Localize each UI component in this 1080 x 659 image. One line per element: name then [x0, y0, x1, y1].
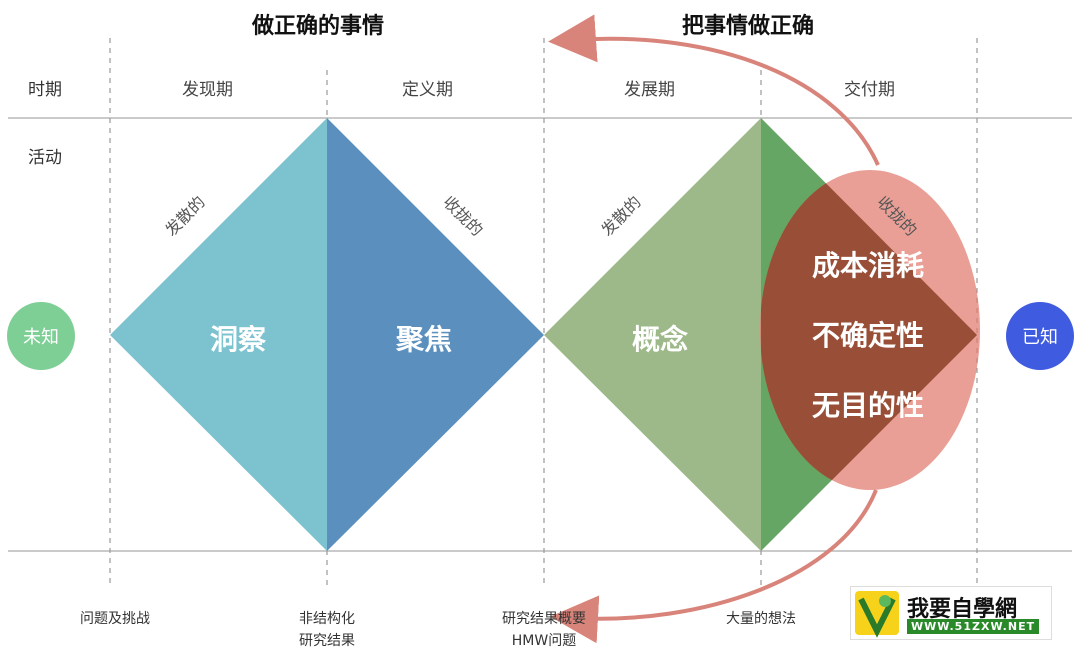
logo-v-icon	[855, 591, 899, 638]
heading-right: 把事情做正确	[682, 14, 815, 39]
overlap-region	[761, 170, 977, 490]
logo-url-text: WWW.51ZXW.NET	[907, 619, 1040, 634]
phase-develop: 发展期	[624, 80, 675, 100]
phase-discover: 发现期	[182, 80, 233, 100]
overlay-cost: 成本消耗	[812, 249, 925, 282]
overlay-aimless: 无目的性	[812, 389, 925, 422]
define-triangle	[327, 118, 544, 551]
footer-summary: 研究结果概要 HMW问题	[502, 611, 586, 649]
footer-unstructured: 非结构化 研究结果	[299, 611, 355, 649]
heading-left: 做正确的事情	[252, 14, 385, 39]
unknown-node: 未知	[7, 302, 75, 370]
footer-ideas: 大量的想法	[726, 611, 796, 627]
known-node: 已知	[1006, 302, 1074, 370]
phase-deliver: 交付期	[844, 80, 895, 100]
label-concept: 概念	[632, 323, 689, 356]
phase-define: 定义期	[402, 80, 453, 100]
activity-label: 活动	[28, 148, 62, 168]
label-focus: 聚焦	[396, 323, 453, 356]
loop-back-arrow-bottom	[550, 489, 878, 644]
period-label: 时期	[28, 80, 62, 100]
overlay-uncertainty: 不确定性	[812, 319, 925, 352]
discover-triangle	[110, 118, 327, 551]
logo-main-text: 我要自學網	[907, 597, 1018, 622]
footer-problems: 问题及挑战	[80, 611, 150, 627]
develop-triangle	[544, 118, 761, 551]
label-insight: 洞察	[210, 323, 267, 356]
loop-back-arrow-top	[548, 14, 880, 166]
watermark-logo: 我要自學網 WWW.51ZXW.NET	[850, 586, 1052, 640]
